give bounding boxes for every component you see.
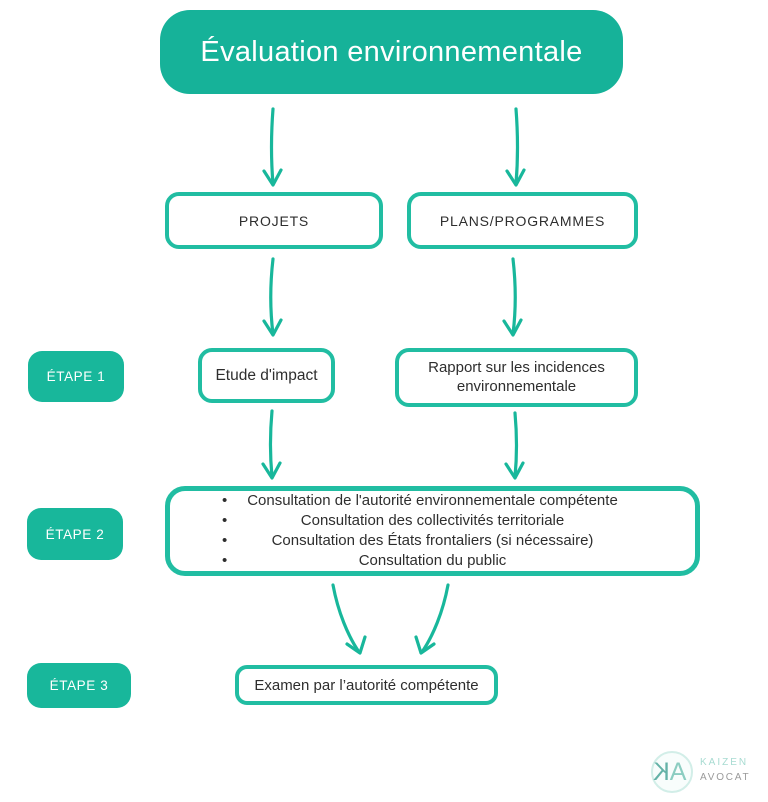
consultation-item: • Consultation des États frontaliers (si… — [170, 531, 695, 551]
logo-brand-name: KAIZEN — [700, 757, 749, 768]
step-badge-1: ÉTAPE 1 — [28, 351, 124, 402]
arrow-consultations-to-examen-left — [331, 583, 367, 655]
page-title: Évaluation environnementale — [200, 35, 583, 68]
node-etude-impact-label: Etude d'impact — [215, 366, 318, 384]
title-box: Évaluation environnementale — [160, 10, 623, 94]
bullet-icon: • — [222, 492, 228, 509]
consultation-item: • Consultation des collectivités territo… — [170, 511, 695, 531]
logo-circle-icon — [651, 751, 693, 793]
arrow-etude-to-consultations — [261, 409, 282, 480]
brand-logo: KA KAIZEN AVOCAT — [648, 748, 760, 800]
arrow-projets-to-etude — [262, 257, 283, 337]
node-rapport-incidences: Rapport sur les incidences environnement… — [395, 348, 638, 407]
arrow-plans-to-rapport — [502, 257, 523, 337]
bullet-icon: • — [222, 512, 228, 529]
step-badge-2-label: ÉTAPE 2 — [45, 526, 105, 542]
node-rapport-incidences-label: Rapport sur les incidences environnement… — [428, 358, 605, 395]
consultation-item-text: Consultation du public — [358, 552, 507, 569]
node-projets: PROJETS — [165, 192, 383, 249]
consultation-item-text: Consultation de l'autorité environnement… — [247, 492, 618, 509]
logo-letter-a: A — [669, 758, 687, 786]
consultation-item-text: Consultation des États frontaliers (si n… — [271, 532, 594, 549]
bullet-icon: • — [222, 532, 228, 549]
logo-letter-k: K — [655, 758, 670, 786]
node-etude-impact: Etude d'impact — [198, 348, 335, 403]
consultation-item: • Consultation du public — [170, 551, 695, 571]
node-examen: Examen par l’autorité compétente — [235, 665, 498, 705]
node-consultations: • Consultation de l'autorité environneme… — [165, 486, 700, 576]
step-badge-3: ÉTAPE 3 — [27, 663, 131, 708]
step-badge-3-label: ÉTAPE 3 — [49, 678, 109, 693]
step-badge-1-label: ÉTAPE 1 — [46, 369, 106, 384]
consultation-item: • Consultation de l'autorité environneme… — [170, 491, 695, 511]
node-plans-label: PLANS/PROGRAMMES — [439, 212, 606, 229]
bullet-icon: • — [222, 552, 228, 569]
node-projets-label: PROJETS — [238, 212, 310, 229]
step-badge-2: ÉTAPE 2 — [27, 508, 123, 560]
consultation-item-text: Consultation des collectivités territori… — [300, 512, 565, 529]
node-examen-label: Examen par l’autorité compétente — [254, 676, 479, 694]
node-plans: PLANS/PROGRAMMES — [407, 192, 638, 249]
logo-monogram: KA — [655, 758, 687, 787]
arrow-title-to-projets — [262, 107, 283, 187]
arrow-title-to-plans — [505, 107, 526, 187]
arrow-rapport-to-consultations — [504, 411, 525, 480]
logo-brand-subname: AVOCAT — [700, 772, 751, 783]
arrow-consultations-to-examen-right — [414, 583, 450, 655]
